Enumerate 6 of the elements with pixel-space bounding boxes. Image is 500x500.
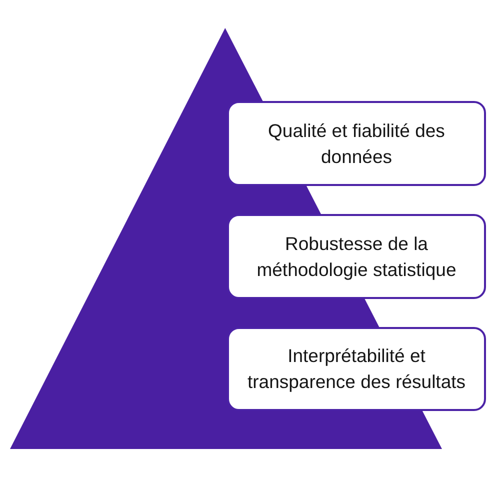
rounded-card: [227, 214, 486, 299]
card-text: Interprétabilité et transparence des résultats: [246, 344, 466, 394]
card-text: Qualité et fiabilité des données: [267, 118, 446, 168]
rounded-card: [227, 327, 486, 411]
card-text: Robustesse de la méthodologie statistique: [256, 232, 458, 282]
rounded-card: [227, 101, 486, 186]
